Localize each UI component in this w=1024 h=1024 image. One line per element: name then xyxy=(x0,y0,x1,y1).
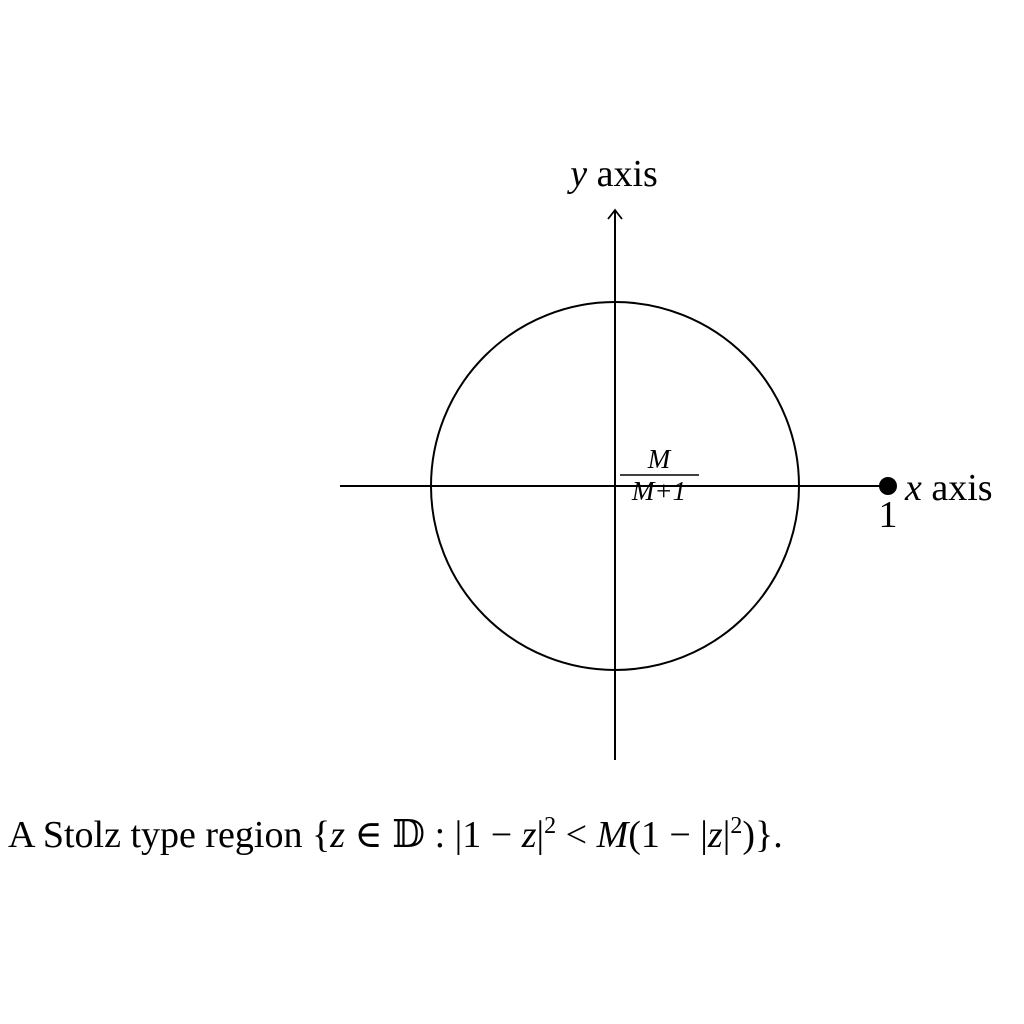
stolz-circle xyxy=(430,301,800,671)
center-fraction-denominator: M+1 xyxy=(631,476,686,506)
caption-z2: z xyxy=(521,814,537,856)
caption-M: M xyxy=(596,814,629,856)
point-one-label: 1 xyxy=(879,494,898,536)
caption-prefix: A Stolz type region xyxy=(8,814,312,856)
caption-colon: : |1 − xyxy=(425,814,522,856)
caption-open-brace: { xyxy=(311,814,331,856)
caption-z1: z xyxy=(330,814,346,856)
x-axis-var: x xyxy=(904,467,922,509)
point-one-marker xyxy=(879,477,897,495)
center-fraction-numerator: M xyxy=(647,444,672,474)
caption-mid: (1 − | xyxy=(628,814,708,856)
x-axis-word: axis xyxy=(931,467,992,509)
y-axis-label: y axis xyxy=(566,153,658,195)
caption-z3: z xyxy=(707,814,723,856)
figure-caption: A Stolz type region {z ∈ 𝔻 : |1 − z|2 < … xyxy=(0,812,1024,857)
caption-exp1: 2 xyxy=(544,813,557,839)
caption-exp2: 2 xyxy=(730,813,743,839)
caption-bar2: | xyxy=(722,814,731,856)
caption-lt: < xyxy=(556,814,597,856)
caption-bar: | xyxy=(536,814,545,856)
caption-close: )}. xyxy=(742,814,783,856)
y-axis-arrowhead xyxy=(607,208,623,220)
x-axis-label: x axis xyxy=(904,467,993,509)
caption-in: ∈ xyxy=(345,814,393,856)
caption-disk-symbol: 𝔻 xyxy=(392,814,426,856)
y-axis-word: axis xyxy=(597,153,658,195)
y-axis-var: y xyxy=(566,153,587,195)
